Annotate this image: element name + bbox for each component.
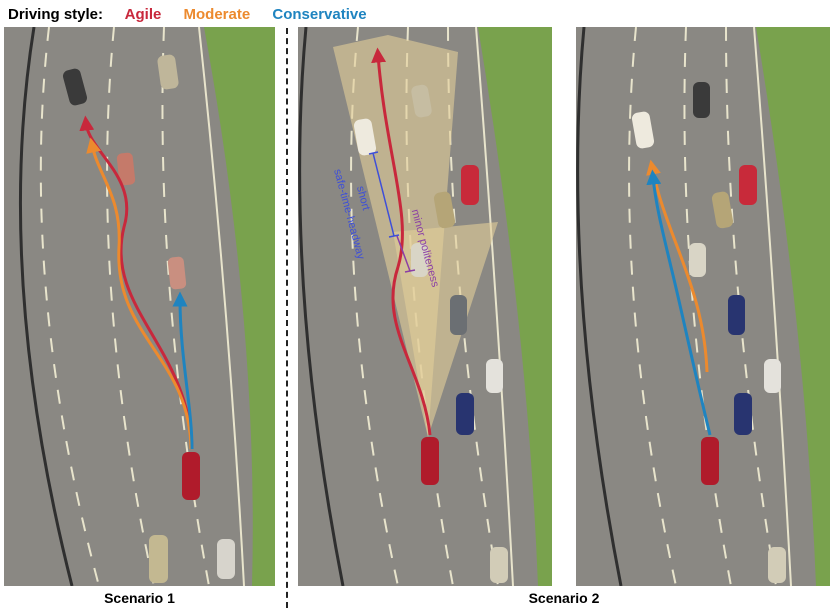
grass-verge <box>204 27 275 586</box>
politeness-tick <box>404 269 416 273</box>
scenario-1-panel <box>4 27 275 586</box>
car <box>728 295 745 335</box>
lane-marking <box>161 27 210 586</box>
grass-verge <box>478 27 552 586</box>
car <box>631 111 655 149</box>
scenario-2b-scene <box>576 27 830 586</box>
road-edge <box>475 27 514 586</box>
grass-verge <box>756 27 830 586</box>
politeness-line <box>396 235 411 272</box>
car <box>461 165 479 205</box>
car <box>450 295 467 335</box>
car <box>768 547 786 583</box>
lane-marking <box>628 27 677 586</box>
guard-rail <box>576 27 623 586</box>
legend-conservative: Conservative <box>272 6 367 23</box>
scenario-2b-panel <box>576 27 830 586</box>
moderate-trajectory <box>646 159 709 373</box>
headway-tick <box>388 234 400 238</box>
scenario-1-caption: Scenario 1 <box>104 590 175 606</box>
car <box>116 152 136 186</box>
ego-car <box>421 437 439 485</box>
driving-style-legend: Driving style: Agile Moderate Conservati… <box>8 6 385 26</box>
ego-car <box>701 437 719 485</box>
guard-rail <box>298 27 345 586</box>
scenario-2a-scene: short safe-time-headway minor politeness <box>298 27 552 586</box>
lane-marking <box>683 27 732 586</box>
car <box>353 118 377 156</box>
conservative-trajectory <box>646 169 712 436</box>
car <box>734 393 752 435</box>
legend-title: Driving style: <box>8 6 104 23</box>
lane-marking <box>39 27 100 586</box>
legend-moderate: Moderate <box>183 6 251 23</box>
car <box>217 539 235 579</box>
car <box>764 359 781 393</box>
scenario-2a-panel: short safe-time-headway minor politeness <box>298 27 552 586</box>
conservative-trajectory <box>172 291 194 450</box>
road-edge <box>753 27 792 586</box>
headway-line <box>372 152 395 237</box>
lane-marking <box>106 27 155 586</box>
agile-trajectory <box>371 47 432 436</box>
ego-car <box>182 452 200 500</box>
agile-trajectory <box>79 115 194 450</box>
car <box>711 191 734 229</box>
car <box>490 547 508 583</box>
car <box>693 82 710 118</box>
car <box>62 68 88 106</box>
car <box>739 165 757 205</box>
car <box>149 535 168 583</box>
scenario-divider <box>286 28 288 608</box>
legend-agile: Agile <box>124 6 162 23</box>
scenario-2-caption: Scenario 2 <box>528 590 600 606</box>
headway-tick <box>368 151 379 155</box>
car <box>486 359 503 393</box>
car <box>411 243 428 277</box>
scenario-1-scene <box>4 27 275 586</box>
lane-marking <box>350 27 399 586</box>
moderate-trajectory <box>86 137 193 450</box>
car <box>456 393 474 435</box>
car <box>689 243 706 277</box>
car <box>433 191 456 229</box>
car <box>167 256 187 290</box>
car <box>411 84 432 118</box>
car <box>157 54 179 90</box>
road-edge <box>198 27 245 586</box>
guard-rail <box>18 27 74 586</box>
